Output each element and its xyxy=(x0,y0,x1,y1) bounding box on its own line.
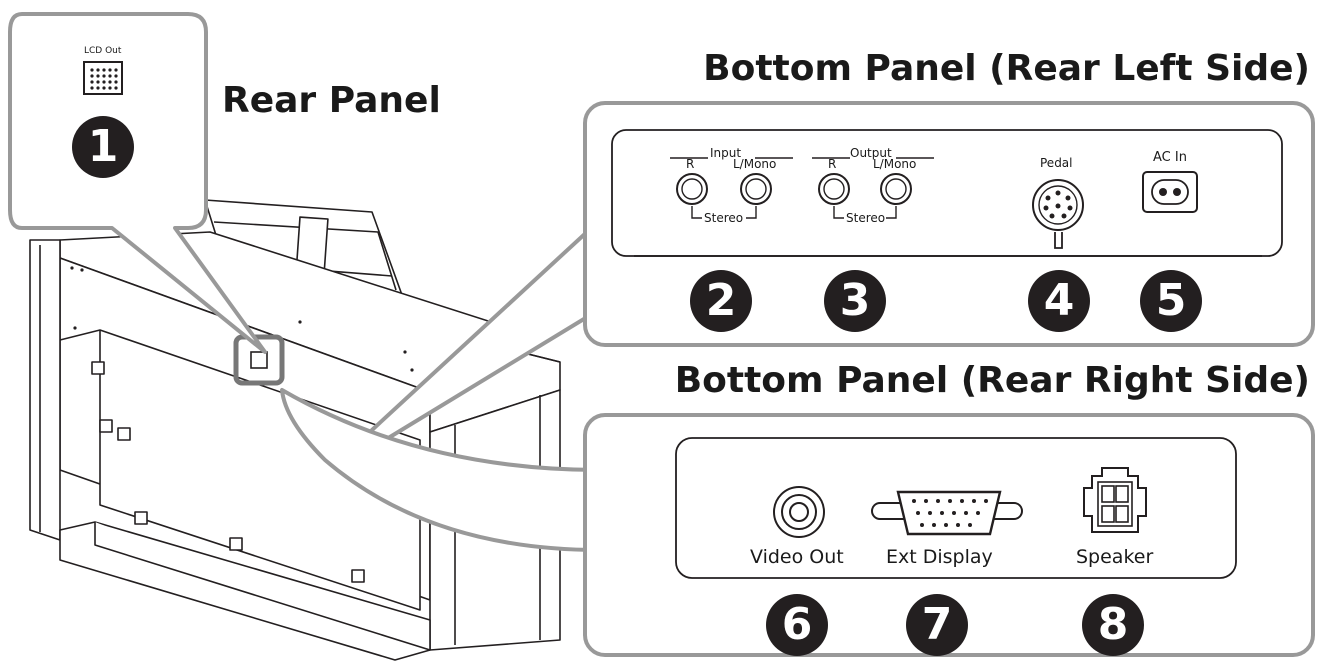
callout-right-tail xyxy=(280,388,601,552)
heading-bottom-left: Bottom Panel (Rear Left Side) xyxy=(703,48,1310,89)
input-r-label: R xyxy=(686,157,695,171)
badge-4: 4 xyxy=(1028,270,1090,332)
callout-rear-frame xyxy=(8,12,267,354)
speaker-connector xyxy=(1083,467,1147,533)
ext-display-label: Ext Display xyxy=(886,546,993,568)
input-label: Input xyxy=(710,146,742,160)
lcd-out-icon xyxy=(83,61,123,95)
input-stereo-label: Stereo xyxy=(704,211,744,225)
pedal-label: Pedal xyxy=(1040,156,1073,170)
badge-8: 8 xyxy=(1082,594,1144,656)
badge-1: 1 xyxy=(72,116,134,178)
ac-in-label: AC In xyxy=(1153,150,1187,165)
badge-2: 2 xyxy=(690,270,752,332)
video-out-label: Video Out xyxy=(750,546,844,568)
input-lmono-label: L/Mono xyxy=(733,157,777,171)
badge-7: 7 xyxy=(906,594,968,656)
output-lmono-label: L/Mono xyxy=(873,157,917,171)
ext-display-connector xyxy=(871,490,1023,536)
output-stereo-label: Stereo xyxy=(846,211,886,225)
badge-3: 3 xyxy=(824,270,886,332)
badge-5: 5 xyxy=(1140,270,1202,332)
speaker-label: Speaker xyxy=(1076,546,1154,568)
lcd-out-label: LCD Out xyxy=(84,46,122,56)
rear-connector xyxy=(250,351,268,369)
pedal-connector xyxy=(1032,179,1084,249)
output-label: Output xyxy=(850,146,892,160)
piano-illustration xyxy=(29,199,561,661)
video-out-jack xyxy=(773,486,825,538)
badge-6: 6 xyxy=(766,594,828,656)
rear-connector-highlight xyxy=(233,334,285,386)
output-r-label: R xyxy=(828,157,837,171)
heading-bottom-right: Bottom Panel (Rear Right Side) xyxy=(674,360,1310,401)
ac-in-inlet xyxy=(1142,171,1198,213)
heading-rear-panel: Rear Panel xyxy=(222,80,441,121)
